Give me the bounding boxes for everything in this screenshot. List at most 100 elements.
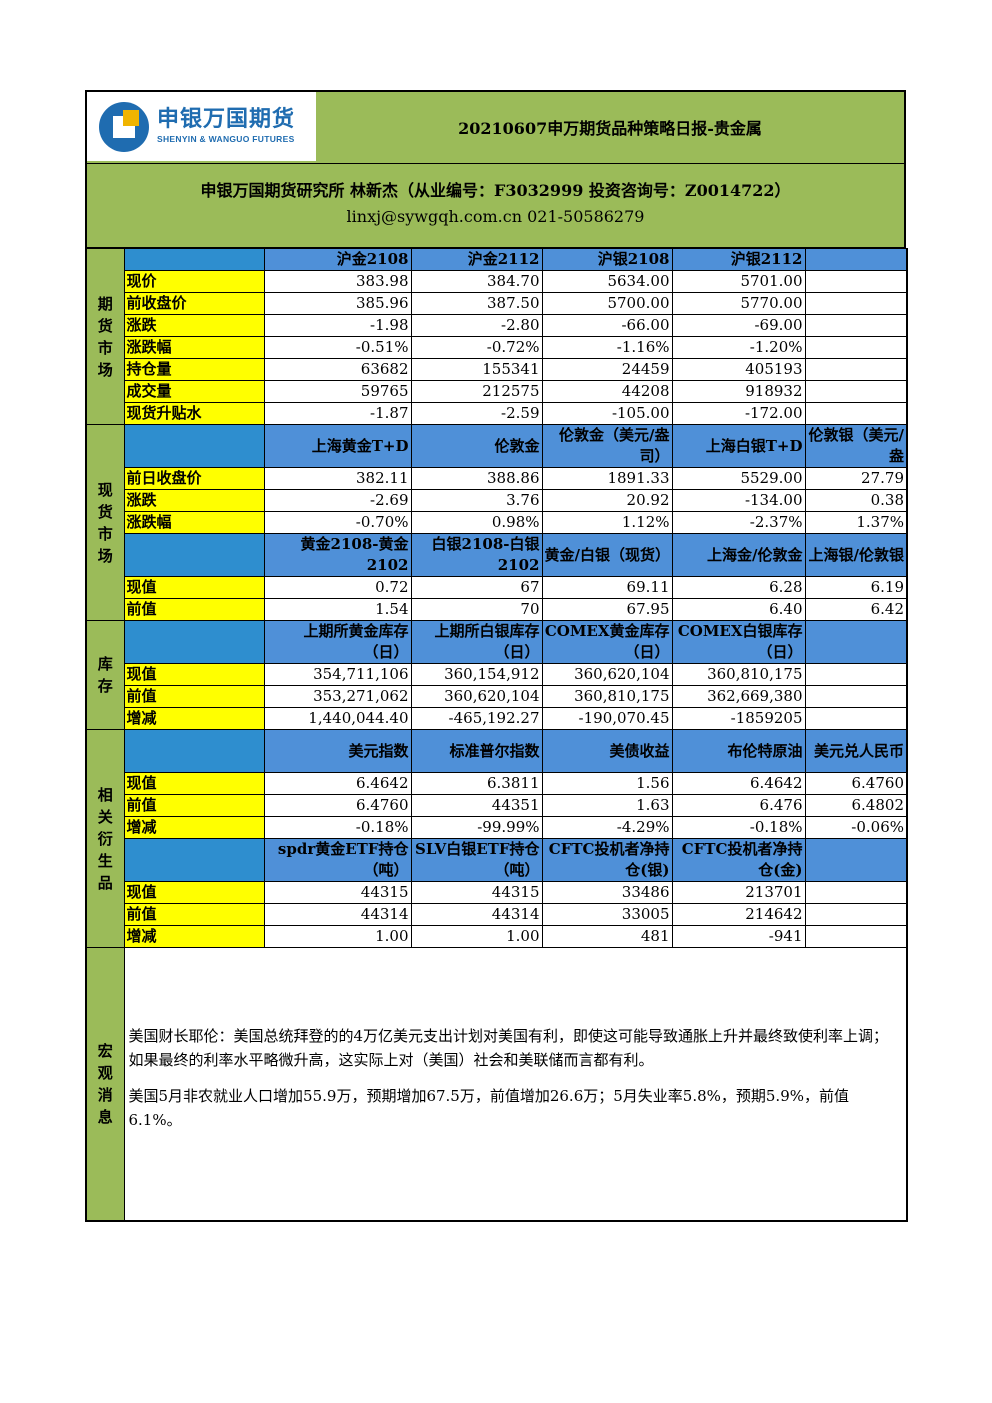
data-cell: 1.37% — [804, 511, 908, 534]
row-label: 前日收盘价 — [123, 467, 265, 490]
data-cell: -134.00 — [671, 489, 806, 512]
data-cell: -66.00 — [541, 314, 673, 337]
data-cell: -0.72% — [410, 336, 543, 359]
news-paragraph: 美国财长耶伦：美国总统拜登的的4万亿美元支出计划对美国有利，即使这可能导致通胀上… — [128, 1027, 889, 1069]
data-cell: 385.96 — [263, 292, 412, 315]
data-cell: -0.70% — [263, 511, 412, 534]
column-header: 伦敦银（美元/盎 — [804, 424, 908, 468]
data-cell: 5700.00 — [541, 292, 673, 315]
column-header: 美元指数 — [263, 729, 412, 773]
data-cell: 353,271,062 — [263, 685, 412, 708]
data-cell: 44315 — [410, 881, 543, 904]
logo-mark-icon — [99, 101, 149, 152]
data-cell: 44314 — [263, 903, 412, 926]
report-header: 申银万国期货 SHENYIN & WANGUO FUTURES 20210607… — [85, 90, 906, 164]
data-cell: 44208 — [541, 380, 673, 403]
row-label: 涨跌幅 — [123, 511, 265, 534]
spot-section-label: 现货市场 — [85, 424, 125, 621]
report-sheet: 申银万国期货 SHENYIN & WANGUO FUTURES 20210607… — [85, 90, 908, 1222]
futures-row: 涨跌-1.98-2.80-66.00-69.00 — [86, 314, 908, 337]
data-cell: -99.99% — [410, 816, 543, 839]
column-header: 沪金2108 — [263, 248, 412, 271]
data-cell: 384.70 — [410, 270, 543, 293]
data-cell: 0.38 — [804, 489, 908, 512]
data-cell: 214642 — [671, 903, 806, 926]
data-cell: -465,192.27 — [410, 707, 543, 730]
column-header: 伦敦金（美元/盎司） — [541, 424, 673, 468]
data-cell: 5701.00 — [671, 270, 806, 293]
data-cell: -0.18% — [671, 816, 806, 839]
column-header: 上期所白银库存（日） — [410, 620, 543, 664]
column-header: 上海白银T+D — [671, 424, 806, 468]
inventory-header-row: 库存上期所黄金库存（日）上期所白银库存（日）COMEX黄金库存（日）COMEX白… — [85, 620, 908, 730]
data-cell: 6.4802 — [804, 794, 908, 817]
data-cell: 6.4642 — [671, 772, 806, 795]
data-cell: 354,711,106 — [263, 663, 412, 686]
column-header — [804, 838, 908, 882]
data-cell: 70 — [410, 598, 543, 621]
data-cell: 405193 — [671, 358, 806, 381]
data-cell — [804, 380, 908, 403]
data-cell: -0.06% — [804, 816, 908, 839]
futures-section-label: 期货市场 — [85, 248, 125, 425]
column-header: 美债收益 — [541, 729, 673, 773]
column-header: 黄金/白银（现货） — [541, 533, 673, 577]
row-label: 现价 — [123, 270, 265, 293]
column-header: CFTC投机者净持仓(银) — [541, 838, 673, 882]
data-cell — [804, 358, 908, 381]
column-header — [804, 248, 908, 271]
data-cell: -1.87 — [263, 402, 412, 425]
row-label: 现值 — [123, 576, 265, 599]
company-logo: 申银万国期货 SHENYIN & WANGUO FUTURES — [87, 92, 316, 161]
data-cell: 27.79 — [804, 467, 908, 490]
column-header: 白银2108-白银2102 — [410, 533, 543, 577]
row-label: 涨跌 — [123, 314, 265, 337]
data-cell: 1.63 — [541, 794, 673, 817]
data-cell — [804, 881, 908, 904]
data-cell: 44351 — [410, 794, 543, 817]
data-cell: 6.19 — [804, 576, 908, 599]
news-paragraph: 美国5月非农就业人口增加55.9万，预期增加67.5万，前值增加26.6万；5月… — [128, 1087, 850, 1129]
data-cell: 383.98 — [263, 270, 412, 293]
data-cell: 213701 — [671, 881, 806, 904]
data-cell: -4.29% — [541, 816, 673, 839]
data-cell: 1.54 — [263, 598, 412, 621]
data-cell — [804, 336, 908, 359]
author-line: 申银万国期货研究所 林新杰（从业编号：F3032999 投资咨询号：Z00147… — [200, 181, 791, 200]
data-cell: 6.4760 — [804, 772, 908, 795]
data-cell — [804, 685, 908, 708]
data-cell: 5770.00 — [671, 292, 806, 315]
header-label-blank — [123, 424, 265, 468]
data-cell: -172.00 — [671, 402, 806, 425]
data-cell — [804, 925, 908, 948]
data-cell: 44314 — [410, 903, 543, 926]
data-cell: 1.00 — [263, 925, 412, 948]
data-cell — [804, 314, 908, 337]
data-cell — [804, 707, 908, 730]
data-cell: -2.37% — [671, 511, 806, 534]
data-cell: 918932 — [671, 380, 806, 403]
column-header: 美元兑人民币 — [804, 729, 908, 773]
data-cell: -105.00 — [541, 402, 673, 425]
data-cell: 69.11 — [541, 576, 673, 599]
column-header: 伦敦金 — [410, 424, 543, 468]
data-cell: 33005 — [541, 903, 673, 926]
column-header: COMEX黄金库存（日） — [541, 620, 673, 664]
row-label: 前值 — [123, 598, 265, 621]
row-label: 涨跌 — [123, 489, 265, 512]
data-cell: -1.98 — [263, 314, 412, 337]
data-cell: 3.76 — [410, 489, 543, 512]
data-cell: -2.69 — [263, 489, 412, 512]
data-cell: 1.56 — [541, 772, 673, 795]
header-label-blank — [123, 533, 265, 577]
